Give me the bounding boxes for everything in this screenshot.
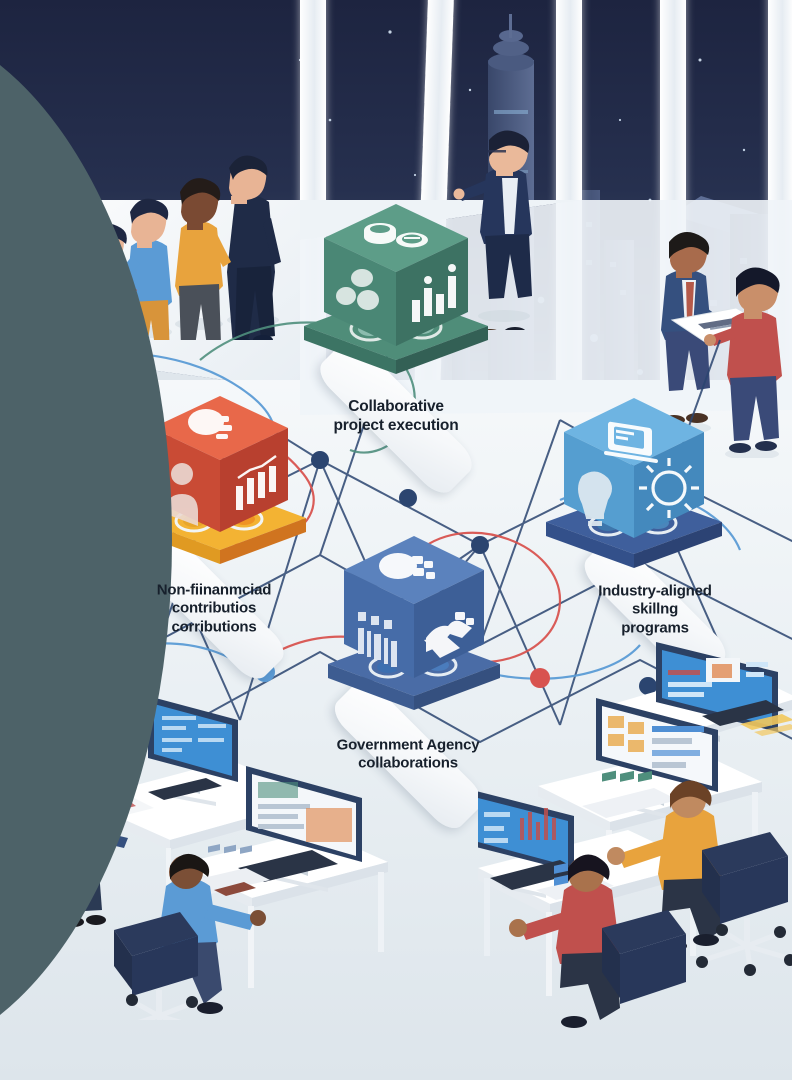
office-chair [114,912,198,1020]
person-figure [175,178,231,340]
people-group-icon [336,269,379,310]
cube-collaborative[interactable] [288,196,504,376]
barcode-icon [358,612,397,667]
cube-body [324,204,468,346]
cube-government-agency[interactable] [314,528,514,714]
person-icon [166,463,198,526]
desk-items [702,700,792,736]
bar-chart-icon [412,264,456,322]
monitor [596,698,718,822]
person-figure [704,267,782,453]
person-figure [227,155,281,340]
desk-items [582,770,678,818]
lightbulb-icon [578,471,612,526]
bar-chart-icon [236,455,277,510]
office-chair [696,832,792,976]
office-chair [602,910,686,1004]
certificate-icon [604,421,658,463]
monitor [246,766,362,892]
cube-industry-skilling[interactable] [530,388,740,572]
cube-body [152,396,288,532]
monitor [148,696,238,806]
hand-gears-icon [379,553,435,579]
cube-body [564,398,704,538]
coins-stack-icon [364,223,428,248]
monitor [478,791,574,898]
handshake-icon [188,409,232,439]
gear-icon [639,458,699,518]
cube-body [344,536,484,678]
person-figure [509,854,620,1028]
workstation-right [478,642,792,1028]
handshake-deal-icon [424,612,474,658]
cube-non-financial[interactable] [120,386,320,566]
pointing-arm [458,180,490,201]
